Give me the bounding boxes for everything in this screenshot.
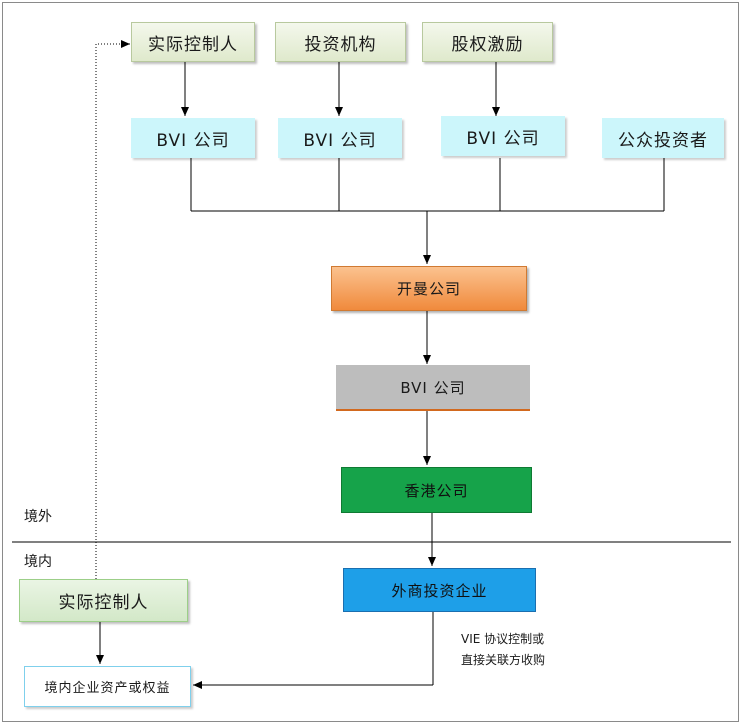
bvi-box-3: BVI 公司 [441,116,565,156]
vie-note-line2: 直接关联方收购 [461,653,546,667]
bvi-box-1: BVI 公司 [131,118,255,158]
cayman-company-box: 开曼公司 [331,266,527,311]
cayman-company-label: 开曼公司 [396,280,461,298]
investor-label: 投资机构 [304,34,377,55]
hk-company-box: 香港公司 [341,467,532,513]
equity-incentive-box: 股权激励 [422,22,553,62]
onshore-label: 境内 [24,554,52,570]
public-investors-box: 公众投资者 [602,118,724,158]
equity-incentive-label: 股权激励 [451,34,524,55]
dotted-control-line [95,43,129,579]
bvi-1-label: BVI 公司 [156,130,230,151]
bvi-main-label: BVI 公司 [400,378,466,397]
bvi-3-label: BVI 公司 [466,128,540,149]
vie-note: VIE 协议控制或 直接关联方收购 [461,629,545,671]
actual-controller-bottom-box: 实际控制人 [19,579,188,622]
domestic-assets-box: 境内企业资产或权益 [24,666,191,707]
actual-controller-bottom-label: 实际控制人 [58,593,149,613]
wfoe-label: 外商投资企业 [391,581,488,600]
wfoe-box: 外商投资企业 [343,568,536,612]
vie-note-line1: VIE 协议控制或 [461,632,545,646]
actual-controller-top-label: 实际控制人 [148,34,238,55]
bvi-2-label: BVI 公司 [303,130,377,151]
investor-box: 投资机构 [275,22,406,62]
hk-company-label: 香港公司 [404,481,469,500]
bvi-box-2: BVI 公司 [278,118,402,158]
actual-controller-top-box: 实际控制人 [131,22,255,62]
domestic-assets-label: 境内企业资产或权益 [44,681,171,696]
offshore-label: 境外 [24,509,52,525]
public-investors-label: 公众投资者 [618,130,708,151]
bvi-main-box: BVI 公司 [336,365,530,411]
